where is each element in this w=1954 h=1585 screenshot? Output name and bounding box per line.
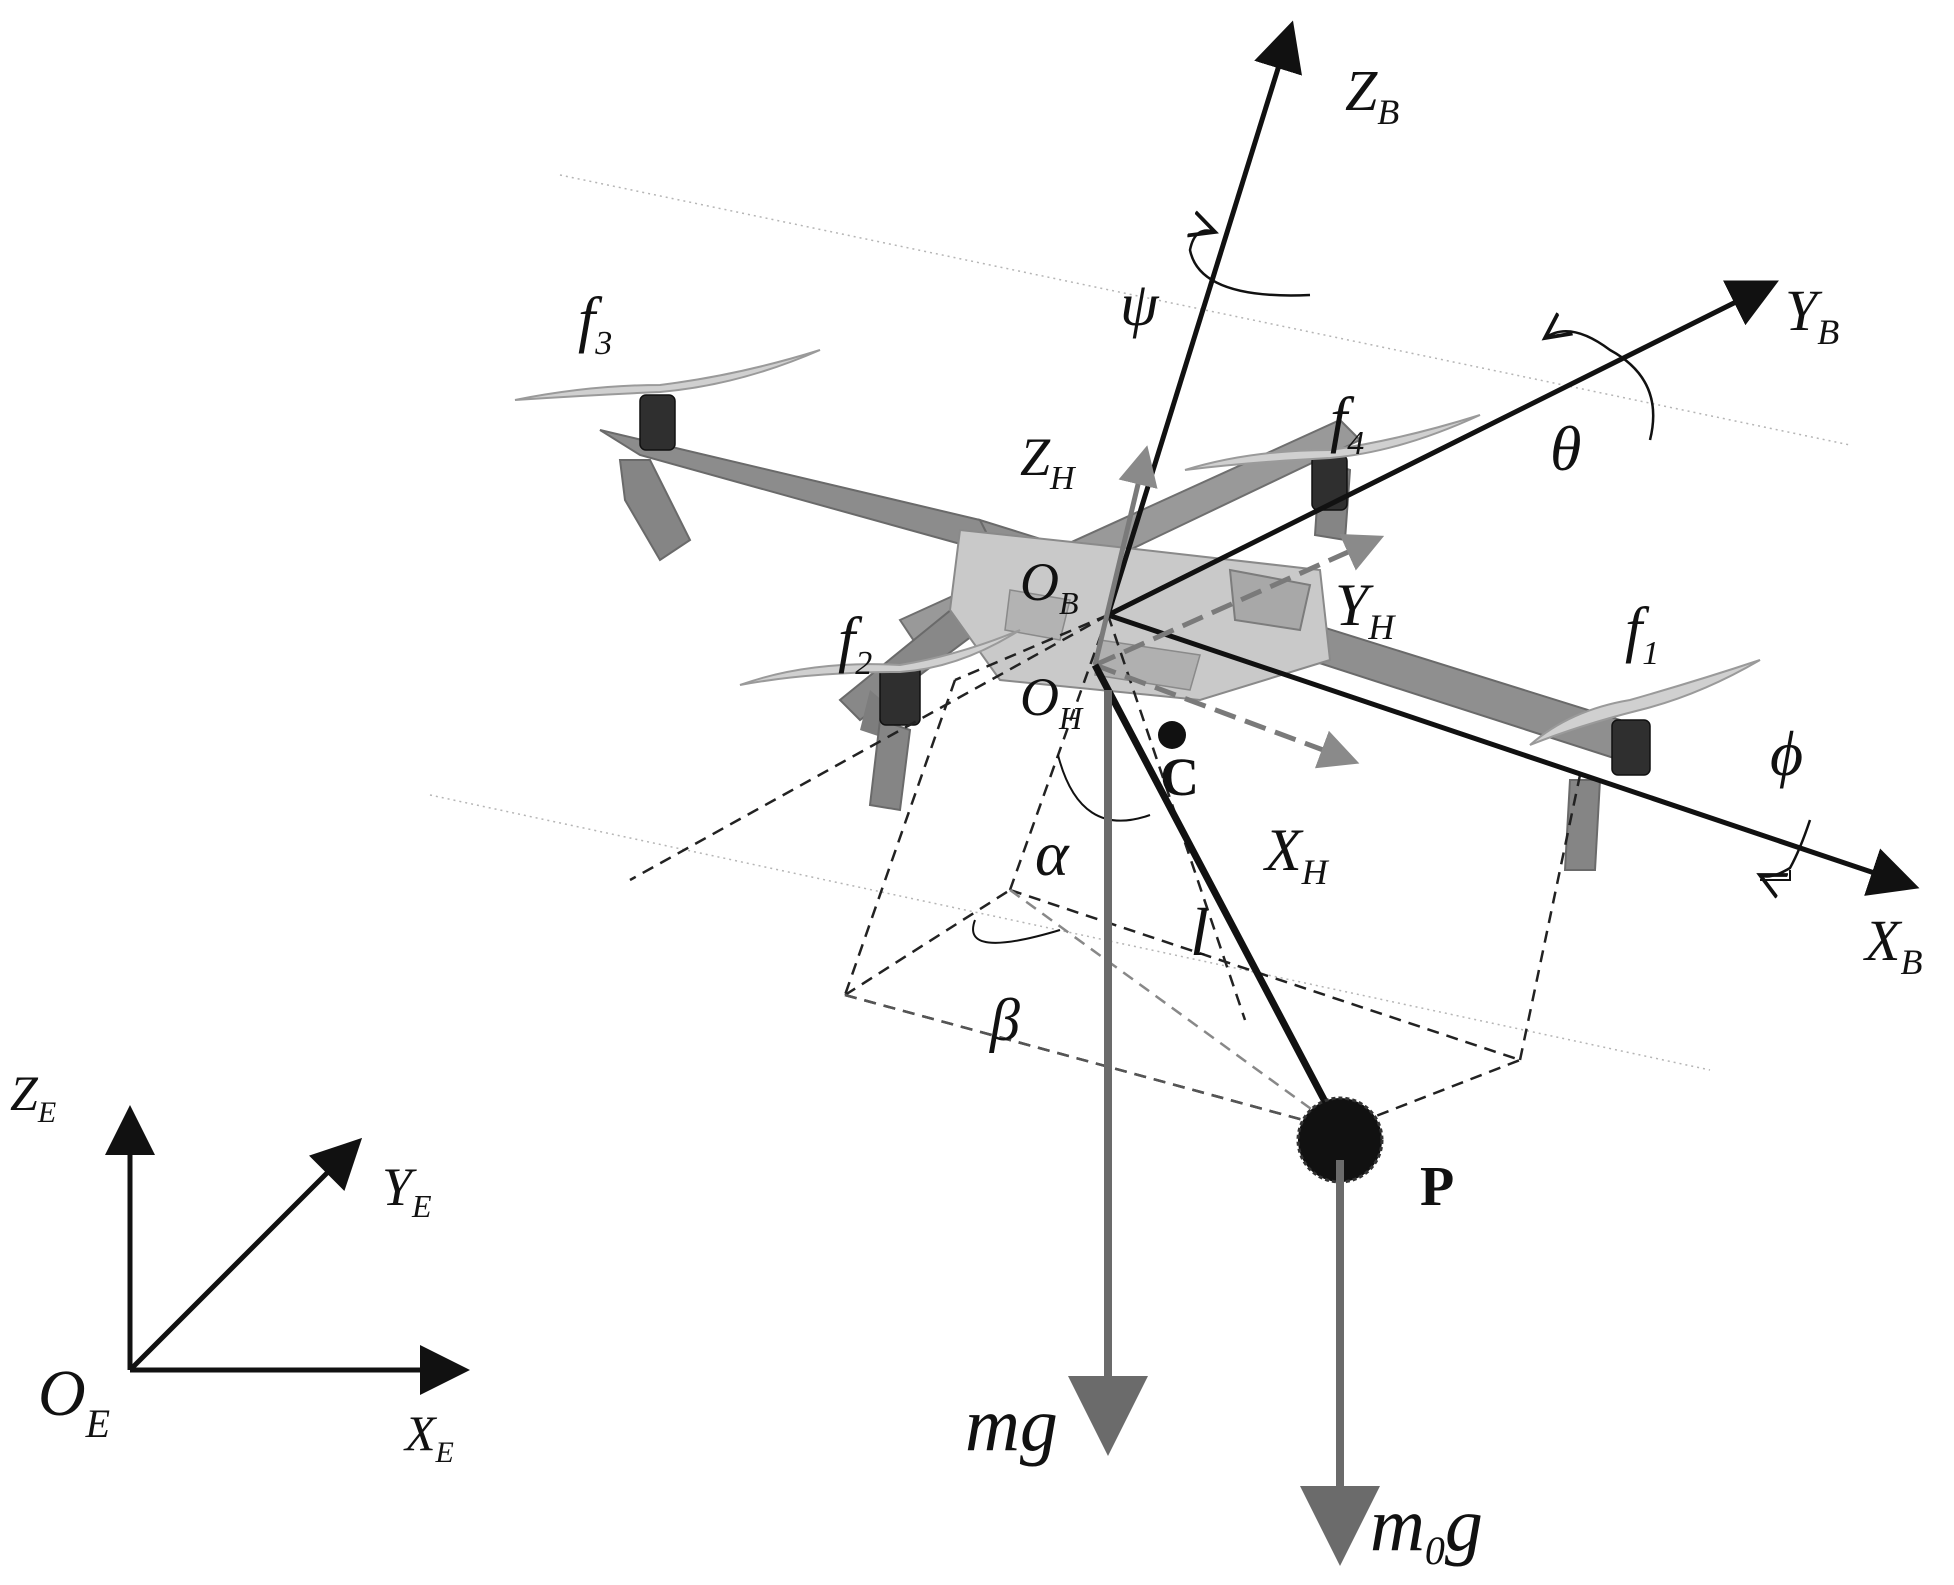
label-alpha: α	[1035, 818, 1070, 889]
label-l: l	[1190, 894, 1209, 970]
label-f1: f1	[1625, 596, 1659, 672]
label-beta: β	[989, 987, 1020, 1053]
label-f2: f2	[838, 606, 872, 682]
label-zb: ZB	[1345, 58, 1399, 132]
beta-arc	[973, 920, 1060, 943]
earth-frame-axes	[130, 1115, 460, 1370]
label-theta: θ	[1550, 413, 1581, 484]
motor-3	[640, 395, 675, 450]
ye-axis	[130, 1145, 355, 1370]
motor-4	[1312, 455, 1347, 510]
quadrotor-center-body	[950, 530, 1330, 700]
label-p: P	[1420, 1156, 1454, 1218]
label-m0g: m0g	[1370, 1483, 1483, 1573]
cable-l	[1095, 665, 1340, 1130]
label-xe: XE	[403, 1405, 454, 1469]
label-ze: ZE	[10, 1065, 56, 1129]
label-xh: XH	[1263, 817, 1330, 892]
label-yh: YH	[1335, 572, 1396, 647]
label-f4: f4	[1330, 386, 1364, 462]
label-c: C	[1160, 747, 1199, 807]
label-zh: ZH	[1020, 427, 1077, 497]
label-psi: ψ	[1120, 271, 1160, 339]
label-ye: YE	[382, 1157, 432, 1224]
label-yb: YB	[1785, 278, 1839, 352]
point-c	[1158, 721, 1186, 749]
motor-1	[1612, 720, 1650, 775]
label-oe: OE	[38, 1357, 110, 1446]
label-xb: XB	[1863, 908, 1922, 982]
motor-2	[880, 665, 920, 725]
rotation-arcs	[1190, 230, 1810, 880]
label-phi: ϕ	[1770, 718, 1803, 789]
projection-gray-line	[1010, 890, 1340, 1130]
label-f3: f3	[578, 286, 612, 362]
label-mg: mg	[965, 1383, 1058, 1467]
yb-axis	[1108, 285, 1770, 615]
